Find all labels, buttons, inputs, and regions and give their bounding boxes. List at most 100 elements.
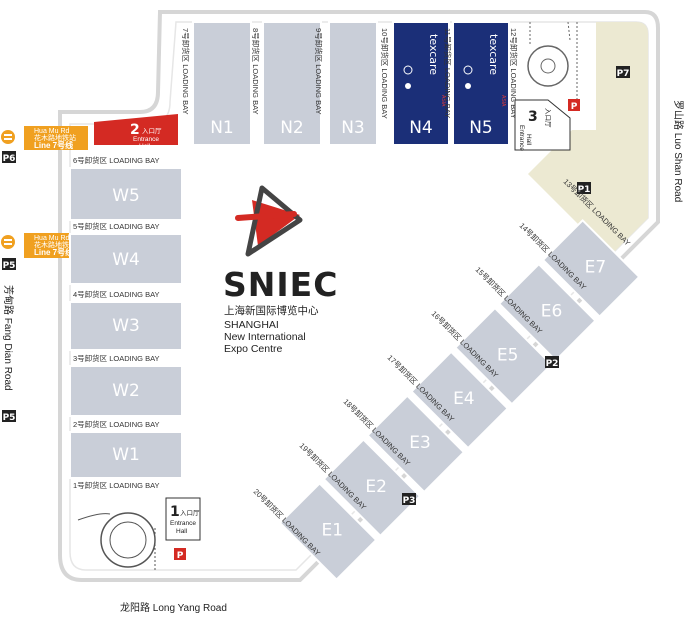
loading-bay-12: 12号卸货区 LOADING BAY [509, 28, 519, 119]
brand-line3: Expo Centre [224, 343, 283, 355]
hall-label-n2: N2 [280, 118, 304, 138]
hall-e6[interactable]: E6 [497, 262, 597, 362]
hall-n4[interactable]: texcare ASIA N4 [392, 21, 450, 146]
hall-n5[interactable]: texcare ASIA N5 [452, 21, 510, 146]
loading-bay-8: 8号卸货区 LOADING BAY [251, 28, 261, 115]
north-halls: N1 N2 N3 texcare ASIA N4 texcare ASIA [192, 21, 510, 146]
entrance-3-en1: Entrance [518, 125, 525, 151]
parking-p5-upper-label: P5 [3, 261, 16, 271]
metro-south-name-en: Hua Mu Rd [34, 235, 70, 242]
texcare-asia-n5: ASIA [500, 95, 506, 107]
hall-e1[interactable]: E1 [278, 481, 378, 581]
entrance-hall-3[interactable]: 3 入口厅 Entrance Hall [514, 99, 571, 151]
parking-p1[interactable]: P1 [577, 182, 591, 195]
hall-label-e5: E5 [497, 345, 519, 365]
parking-p3[interactable]: P3 [402, 493, 416, 506]
hall-w4[interactable]: W4 [69, 233, 183, 285]
entrance-2-en1: Entrance [133, 136, 159, 143]
west-halls: 6号卸货区 LOADING BAY W5 5号卸货区 LOADING BAY W… [69, 155, 183, 490]
loading-bay-6: 6号卸货区 LOADING BAY [73, 155, 160, 165]
parking-p1-label: P1 [578, 185, 591, 195]
hall-n2[interactable]: N2 [262, 21, 322, 146]
parking-p-south-label: P [177, 551, 184, 561]
east-halls: E1 E2 E3 E4 E5 E6 E7 [278, 218, 641, 581]
site-outline [58, 10, 660, 582]
hall-label-e2: E2 [365, 477, 387, 497]
hall-label-e6: E6 [541, 302, 563, 322]
entrance-3-number: 3 [528, 109, 538, 125]
loading-bay-9: 9号卸货区 LOADING BAY [314, 28, 324, 115]
entrance-1-en2: Hall [176, 528, 188, 535]
parking-p-south[interactable]: P [174, 548, 186, 561]
roundabout-south [77, 512, 156, 570]
texcare-logo-n4: texcare ASIA [403, 34, 446, 107]
entrance-3-en2: Hall [525, 134, 532, 146]
parking-p6-label: P6 [3, 154, 16, 164]
texcare-text-n4: texcare [427, 34, 440, 75]
entrance-1-en1: Entrance [170, 520, 196, 527]
entrance-hall-1[interactable]: 1 入口厅 Entrance Hall [165, 497, 201, 541]
north-loading-bays: 7号卸货区 LOADING BAY 8号卸货区 LOADING BAY 9号卸货… [181, 28, 519, 119]
metro-hua-mu-rd-south[interactable]: Hua Mu Rd 花木路地铁站 Line 7号线 [1, 233, 84, 258]
road-luo-shan: 罗山路 Luo Shan Road [672, 100, 685, 202]
brand-line2: New International [224, 331, 306, 343]
texcare-asia-n4: ASIA [440, 95, 446, 107]
hall-w3[interactable]: W3 [69, 301, 183, 351]
brand-chinese: 上海新国际博览中心 [224, 304, 319, 317]
parking-p6[interactable]: P6 [2, 151, 16, 164]
hall-label-n1: N1 [210, 118, 234, 138]
hall-e3[interactable]: E3 [366, 394, 466, 494]
metro-hua-mu-rd-north[interactable]: Hua Mu Rd 花木路地铁站 Line 7号线 [1, 126, 88, 150]
parking-p2[interactable]: P2 [545, 356, 559, 369]
loading-bay-1: 1号卸货区 LOADING BAY [73, 480, 160, 490]
hall-e5[interactable]: E5 [453, 306, 553, 406]
parking-p5-upper[interactable]: P5 [2, 258, 16, 271]
hall-w1[interactable]: W1 [69, 431, 183, 479]
hall-e7[interactable]: E7 [541, 218, 641, 318]
hall-label-n5: N5 [469, 118, 493, 138]
metro-north-line: Line 7号线 [34, 140, 73, 150]
parking-p7[interactable]: P7 [616, 66, 630, 79]
loading-bay-2: 2号卸货区 LOADING BAY [73, 419, 160, 429]
road-long-yang: 龙阳路 Long Yang Road [120, 601, 227, 614]
hall-e2[interactable]: E2 [322, 438, 422, 538]
roundabout-north [527, 21, 578, 100]
entrance-1-number: 1 [170, 504, 180, 520]
parking-p3-label: P3 [403, 496, 416, 506]
hall-e4[interactable]: E4 [410, 350, 510, 450]
loading-bay-4: 4号卸货区 LOADING BAY [73, 289, 160, 299]
brand-name: SNIEC [223, 265, 338, 304]
parking-area-p7 [596, 22, 648, 140]
hall-label-e3: E3 [409, 433, 431, 453]
texcare-logo-n5: texcare ASIA [463, 34, 506, 107]
hall-label-w3: W3 [112, 316, 140, 336]
loading-bay-3: 3号卸货区 LOADING BAY [73, 353, 160, 363]
entrance-hall-2[interactable]: 2 入口厅 Entrance Hall [94, 114, 178, 150]
loading-bay-5: 5号卸货区 LOADING BAY [73, 221, 160, 231]
hall-label-w5: W5 [112, 186, 140, 206]
loading-bay-7: 7号卸货区 LOADING BAY [181, 28, 191, 115]
brand-line1: SHANGHAI [224, 319, 279, 331]
entrance-2-number: 2 [130, 122, 140, 138]
parking-p-north[interactable]: P [568, 99, 580, 112]
hall-label-n4: N4 [409, 118, 433, 138]
metro-north-name-en: Hua Mu Rd [34, 128, 70, 135]
metro-north-name-cn: 花木路地铁站 [34, 133, 76, 142]
entrance-2-en2: Hall [139, 143, 151, 150]
metro-south-line: Line 7号线 [34, 247, 73, 257]
hall-n3[interactable]: N3 [328, 21, 378, 146]
hall-n1[interactable]: N1 [192, 21, 252, 146]
hall-label-e1: E1 [322, 521, 344, 541]
hall-label-w2: W2 [112, 381, 140, 401]
hall-w2[interactable]: W2 [69, 365, 183, 417]
hall-label-w1: W1 [112, 445, 140, 465]
entrance-3-cn: 入口厅 [544, 108, 552, 128]
hall-label-n3: N3 [341, 118, 365, 138]
parking-p-north-label: P [571, 102, 578, 112]
hall-label-w4: W4 [112, 250, 140, 270]
parking-p5-lower-label: P5 [3, 413, 16, 423]
parking-p5-lower[interactable]: P5 [2, 410, 16, 423]
hall-w5[interactable]: W5 [69, 167, 183, 221]
hall-label-e7: E7 [585, 258, 607, 278]
